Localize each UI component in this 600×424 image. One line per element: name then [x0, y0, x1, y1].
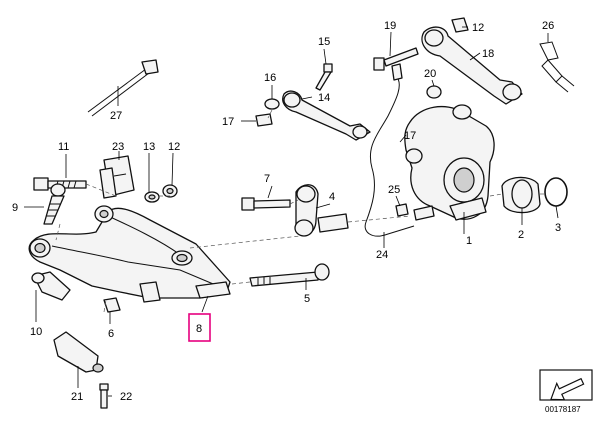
part-clip-26 [539, 41, 575, 93]
label-13[interactable]: 13 [143, 141, 155, 153]
part-control-arm-14 [282, 90, 371, 141]
label-12b[interactable]: 12 [472, 22, 484, 34]
part-bolt-7 [241, 197, 291, 211]
part-wire-24 [364, 63, 415, 237]
part-sensor-25 [395, 203, 435, 221]
label-1[interactable]: 1 [466, 235, 472, 247]
label-17b[interactable]: 17 [404, 130, 416, 142]
label-10[interactable]: 10 [30, 326, 42, 338]
label-4[interactable]: 4 [329, 191, 335, 203]
label-9[interactable]: 9 [12, 202, 18, 214]
label-3[interactable]: 3 [555, 222, 561, 234]
label-17a[interactable]: 17 [222, 116, 234, 128]
highlight-box-8 [188, 313, 211, 342]
part-cable-tie [87, 59, 159, 117]
part-nut-12 [162, 184, 178, 198]
label-11[interactable]: 11 [58, 141, 69, 153]
orientation-arrow-box [539, 369, 593, 401]
part-bolt-9 [43, 183, 66, 225]
direction-arrow-icon [550, 377, 585, 401]
label-18[interactable]: 18 [482, 48, 494, 60]
part-bracket-23 [99, 155, 135, 199]
label-21[interactable]: 21 [71, 391, 83, 403]
part-wheel-carrier-1 [404, 104, 495, 221]
label-23[interactable]: 23 [112, 141, 124, 153]
leader-lines [24, 26, 559, 397]
part-bolt-22 [99, 383, 109, 409]
label-22[interactable]: 22 [120, 391, 132, 403]
part-link-4 [294, 184, 349, 237]
label-20[interactable]: 20 [424, 68, 436, 80]
assembly-lines [55, 109, 545, 313]
label-27[interactable]: 27 [110, 110, 122, 122]
label-14[interactable]: 14 [318, 92, 330, 104]
part-washer-16 [264, 98, 280, 110]
label-26[interactable]: 26 [542, 20, 554, 32]
label-16[interactable]: 16 [264, 72, 276, 84]
part-washer-13 [144, 191, 160, 203]
label-5[interactable]: 5 [304, 293, 310, 305]
part-labels: 1 2 3 4 5 6 7 8 9 10 11 12 12 13 14 15 1… [12, 20, 561, 403]
part-bolt-19 [373, 47, 419, 71]
part-upper-arm-18 [421, 26, 523, 105]
part-bearing-2 [501, 176, 541, 214]
label-15[interactable]: 15 [318, 36, 330, 48]
part-nut-12-top [451, 17, 469, 33]
label-7[interactable]: 7 [264, 173, 270, 185]
label-12a[interactable]: 12 [168, 141, 180, 153]
part-nut-17a [255, 113, 273, 127]
label-8[interactable]: 8 [196, 323, 202, 335]
part-bracket-21 [53, 331, 104, 373]
part-subframe-8 [28, 205, 231, 303]
label-19[interactable]: 19 [384, 20, 396, 32]
diagram-id: 00178187 [545, 405, 581, 414]
part-link-10 [31, 271, 71, 301]
part-bushing-20 [426, 85, 442, 99]
part-bolt-5 [249, 263, 330, 287]
part-circlip-3 [544, 177, 568, 207]
part-nut-6 [103, 297, 121, 313]
label-25[interactable]: 25 [388, 184, 400, 196]
label-24[interactable]: 24 [376, 249, 388, 261]
part-bolt-15 [315, 63, 333, 91]
label-6[interactable]: 6 [108, 328, 114, 340]
label-2[interactable]: 2 [518, 229, 524, 241]
